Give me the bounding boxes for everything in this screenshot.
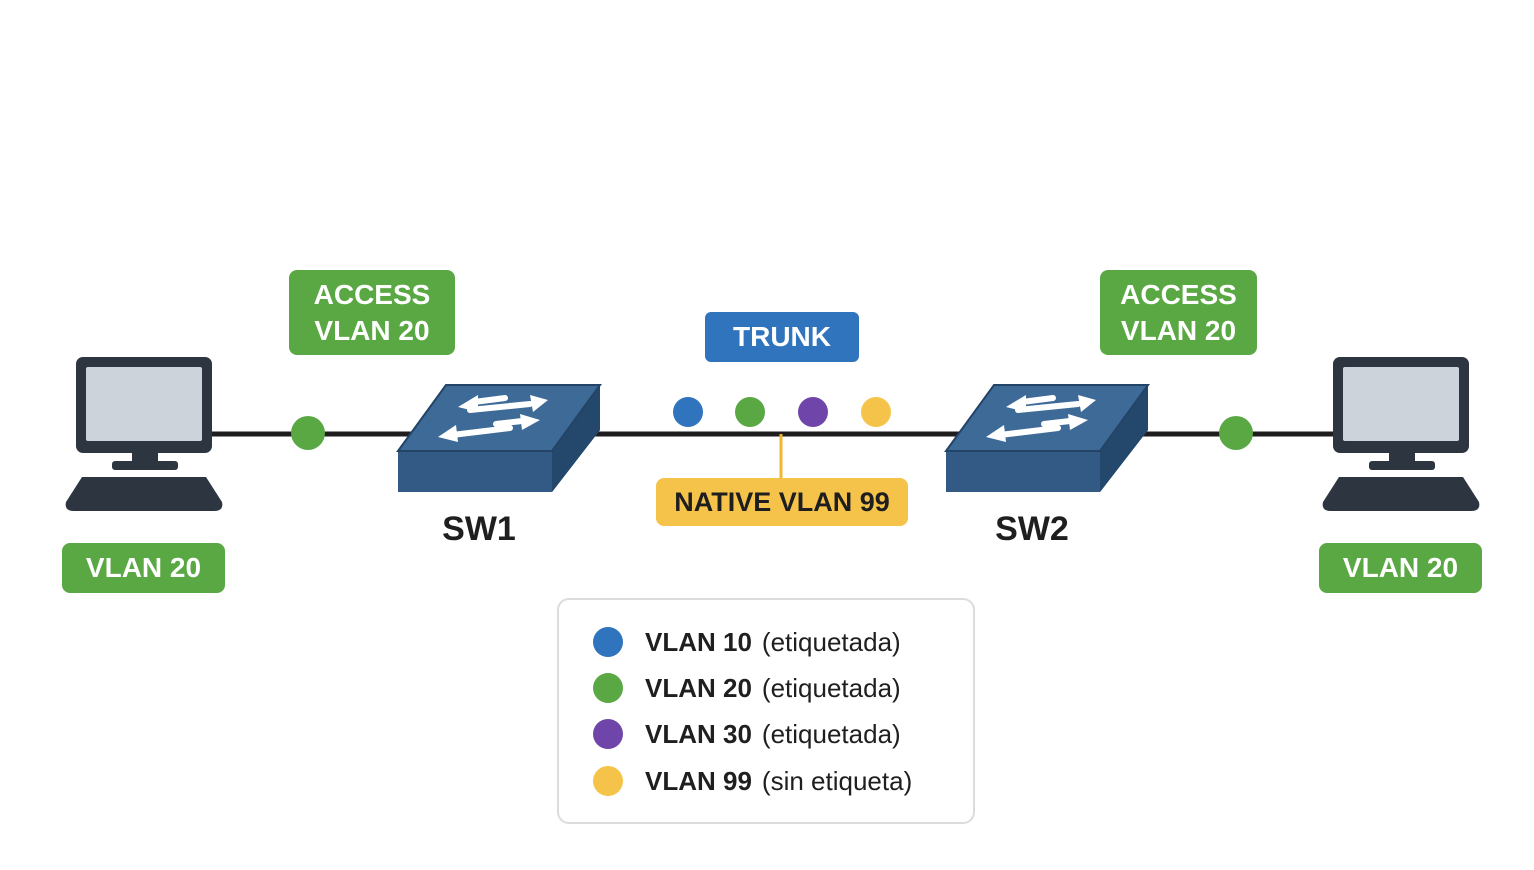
access-badge-line1: ACCESS <box>1120 278 1237 310</box>
trunk-vlan-dots <box>673 397 891 427</box>
legend-item-note: (etiquetada) <box>761 718 901 749</box>
switch-label-sw2: SW2 <box>995 510 1069 548</box>
legend-color-dot <box>593 673 623 703</box>
desktop-computer-icon <box>1322 357 1480 511</box>
network-switch-icon <box>396 384 602 492</box>
access-badge-right: ACCESS VLAN 20 <box>1100 270 1257 355</box>
legend-item-note: (etiquetada) <box>761 626 901 657</box>
legend-item-name: VLAN 20 <box>645 672 752 703</box>
legend-item: VLAN 99 (sin etiqueta) <box>593 763 912 799</box>
access-port-dot-right <box>1219 416 1253 450</box>
legend-item: VLAN 20 (etiquetada) <box>593 670 901 706</box>
legend-item: VLAN 10 (etiquetada) <box>593 624 901 660</box>
trunk-badge: TRUNK <box>705 312 859 362</box>
legend-color-dot <box>593 627 623 657</box>
pc-vlan-badge-left: VLAN 20 <box>62 543 225 593</box>
access-port-dot-left <box>291 416 325 450</box>
desktop-computer-icon <box>65 357 223 511</box>
native-vlan-label: NATIVE VLAN 99 <box>674 487 890 517</box>
trunk-dot <box>673 397 703 427</box>
access-badge-left: ACCESS VLAN 20 <box>289 270 455 355</box>
network-switch-icon <box>944 384 1150 492</box>
pc-vlan-label: VLAN 20 <box>85 552 202 583</box>
trunk-dot <box>735 397 765 427</box>
legend: VLAN 10 (etiquetada) VLAN 20 (etiquetada… <box>557 598 975 824</box>
legend-item-note: (etiquetada) <box>761 672 901 703</box>
native-vlan-badge: NATIVE VLAN 99 <box>656 478 908 526</box>
pc-vlan-label: VLAN 20 <box>1342 552 1459 583</box>
trunk-dot <box>861 397 891 427</box>
legend-item: VLAN 30 (etiquetada) <box>593 716 901 752</box>
pc-vlan-badge-right: VLAN 20 <box>1319 543 1482 593</box>
legend-item-note: (sin etiqueta) <box>761 765 913 796</box>
trunk-dot <box>798 397 828 427</box>
access-badge-line1: ACCESS <box>313 278 431 310</box>
access-badge-line2: VLAN 20 <box>314 314 430 346</box>
legend-color-dot <box>593 766 623 796</box>
legend-item-name: VLAN 30 <box>645 718 752 749</box>
switch-label-sw1: SW1 <box>442 510 516 548</box>
legend-item-name: VLAN 10 <box>645 626 752 657</box>
access-badge-line2: VLAN 20 <box>1120 314 1237 346</box>
legend-color-dot <box>593 719 623 749</box>
legend-item-name: VLAN 99 <box>645 765 752 796</box>
trunk-label: TRUNK <box>733 321 831 352</box>
